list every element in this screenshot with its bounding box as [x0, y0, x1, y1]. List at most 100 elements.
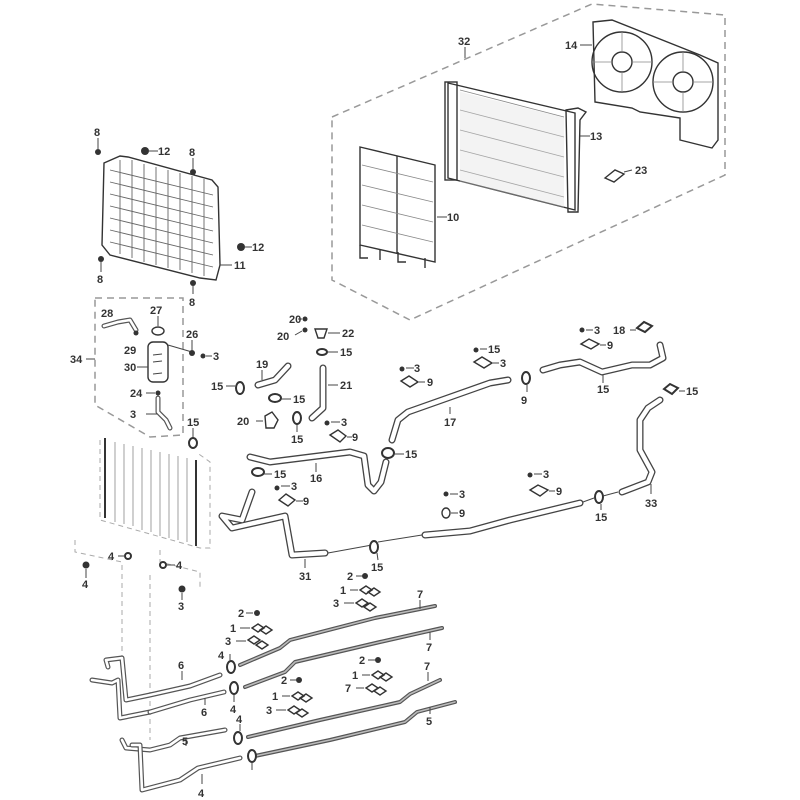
oil-cooler-part-10[interactable] — [359, 146, 436, 268]
callout-3[interactable]: 2 — [281, 675, 287, 687]
callout-15[interactable]: 15 — [187, 417, 199, 429]
callout-5[interactable]: 4 — [198, 788, 205, 800]
callout-3[interactable]: 3 — [543, 469, 549, 481]
clip-set-upper-left[interactable] — [236, 610, 274, 650]
clamp-part-15[interactable] — [594, 490, 604, 510]
callout-4[interactable]: 4 — [108, 551, 115, 563]
callout-6[interactable]: 6 — [201, 707, 207, 719]
callout-1[interactable]: 3 — [333, 598, 339, 610]
bolt-part-3[interactable] — [274, 485, 291, 491]
oil-cooler-lower-part[interactable] — [99, 438, 211, 549]
callout-15[interactable]: 15 — [211, 381, 223, 393]
callout-15[interactable]: 15 — [405, 449, 417, 461]
callout-5[interactable]: 6 — [178, 660, 184, 672]
callout-7[interactable]: 7 — [426, 642, 432, 654]
callout-4[interactable]: 4 — [82, 579, 89, 591]
callout-3[interactable]: 2 — [347, 571, 353, 583]
callout-16[interactable]: 16 — [310, 473, 322, 485]
callout-33[interactable]: 33 — [645, 498, 657, 510]
callout-8[interactable]: 8 — [97, 274, 103, 286]
clamp-part-15[interactable] — [188, 428, 198, 449]
callout-12[interactable]: 12 — [252, 242, 264, 254]
callout-20[interactable]: 20 — [277, 331, 289, 343]
reservoir-hose-part-24[interactable] — [146, 395, 173, 431]
callout-2[interactable]: 1 — [230, 623, 236, 635]
callout-28[interactable]: 28 — [101, 308, 113, 320]
hose-part-31[interactable] — [218, 488, 329, 568]
bolt-part-4[interactable] — [82, 561, 90, 579]
pipe-part-7[interactable] — [253, 700, 457, 758]
clamp-part-15[interactable] — [662, 382, 685, 396]
callout-19[interactable]: 19 — [256, 359, 268, 371]
clamp-part-15[interactable] — [521, 371, 531, 392]
callout-3[interactable]: 3 — [213, 351, 219, 363]
callout-4[interactable]: 3 — [178, 601, 184, 613]
bolt-part-3[interactable] — [473, 347, 488, 353]
temperature-sensor-part-23[interactable] — [603, 169, 633, 183]
callout-9[interactable]: 9 — [303, 496, 309, 508]
grommet-part-12[interactable] — [141, 147, 158, 155]
callout-4[interactable]: 4 — [176, 560, 183, 572]
callout-20[interactable]: 20 — [237, 416, 249, 428]
nut-part-4[interactable] — [229, 681, 239, 702]
pipe-part-5[interactable] — [89, 655, 223, 721]
callout-26[interactable]: 26 — [186, 329, 198, 341]
callout-30[interactable]: 24 — [130, 388, 143, 400]
callout-15[interactable]: 15 — [340, 347, 352, 359]
bolt-part-8[interactable] — [98, 256, 104, 272]
callout-2[interactable]: 1 — [352, 670, 358, 682]
callout-3[interactable]: 2 — [359, 655, 365, 667]
clamp-part-15[interactable] — [268, 393, 291, 403]
clamp-part-15[interactable] — [292, 411, 302, 432]
callout-9[interactable]: 3 — [500, 358, 506, 370]
clamp-part-15[interactable] — [251, 467, 272, 477]
callout-14[interactable]: 14 — [565, 40, 578, 52]
callout-22[interactable]: 22 — [342, 328, 354, 340]
bracket-part-9[interactable] — [399, 375, 425, 388]
coolant-reservoir-part-25[interactable] — [137, 341, 169, 383]
clamp-part-15[interactable] — [369, 540, 379, 561]
hose-part-33[interactable] — [618, 396, 664, 496]
callout-34[interactable]: 34 — [70, 354, 83, 366]
callout-2[interactable]: 1 — [272, 691, 278, 703]
callout-3[interactable]: 3 — [414, 363, 420, 375]
bracket-part-26[interactable] — [167, 340, 195, 356]
clamp-part-15[interactable] — [381, 447, 404, 459]
hose-part-16[interactable] — [246, 448, 390, 495]
callout-4[interactable]: 4 — [236, 714, 243, 726]
clip-part-29[interactable] — [133, 330, 139, 336]
callout-9[interactable]: 9 — [427, 377, 433, 389]
callout-3[interactable]: 15 — [488, 344, 500, 356]
callout-9[interactable]: 9 — [607, 340, 613, 352]
callout-8[interactable]: 8 — [189, 147, 195, 159]
callout-3[interactable]: 3 — [341, 417, 347, 429]
callout-15[interactable]: 15 — [595, 512, 607, 524]
hose-part-19[interactable] — [254, 362, 292, 389]
callout-17[interactable]: 17 — [444, 417, 456, 429]
callout-10[interactable]: 10 — [447, 212, 459, 224]
radiator-grille-part-11[interactable] — [101, 155, 221, 281]
bolt-part-3[interactable] — [298, 316, 308, 322]
clip-part-30[interactable] — [155, 390, 161, 396]
callout-4[interactable]: 4 — [230, 704, 237, 716]
bolt-part-4[interactable] — [124, 552, 132, 560]
callout-4[interactable]: 4 — [218, 650, 225, 662]
nut-part-4[interactable] — [233, 724, 243, 745]
bolt-part-8[interactable] — [190, 280, 196, 294]
callout-3[interactable]: 20 — [289, 314, 301, 326]
callout-1[interactable]: 3 — [266, 705, 272, 717]
callout-9[interactable]: 9 — [352, 432, 358, 444]
bracket-part-9[interactable] — [528, 484, 555, 497]
tee-fitting-part-20[interactable] — [256, 411, 279, 429]
reservoir-hose-part-28[interactable] — [101, 317, 139, 333]
callout-15[interactable]: 15 — [293, 394, 305, 406]
callout-8[interactable]: 8 — [189, 297, 195, 309]
pipe-part-6[interactable] — [119, 727, 228, 753]
washer-part-9[interactable] — [441, 507, 458, 519]
fan-shroud-part-14[interactable] — [591, 19, 719, 149]
bolt-part-3[interactable] — [443, 491, 459, 497]
callout-9[interactable]: 9 — [459, 508, 465, 520]
nut-part-4[interactable] — [226, 654, 236, 674]
clip-set-upper-right[interactable] — [344, 573, 382, 612]
grommet-part-12[interactable] — [237, 243, 252, 251]
